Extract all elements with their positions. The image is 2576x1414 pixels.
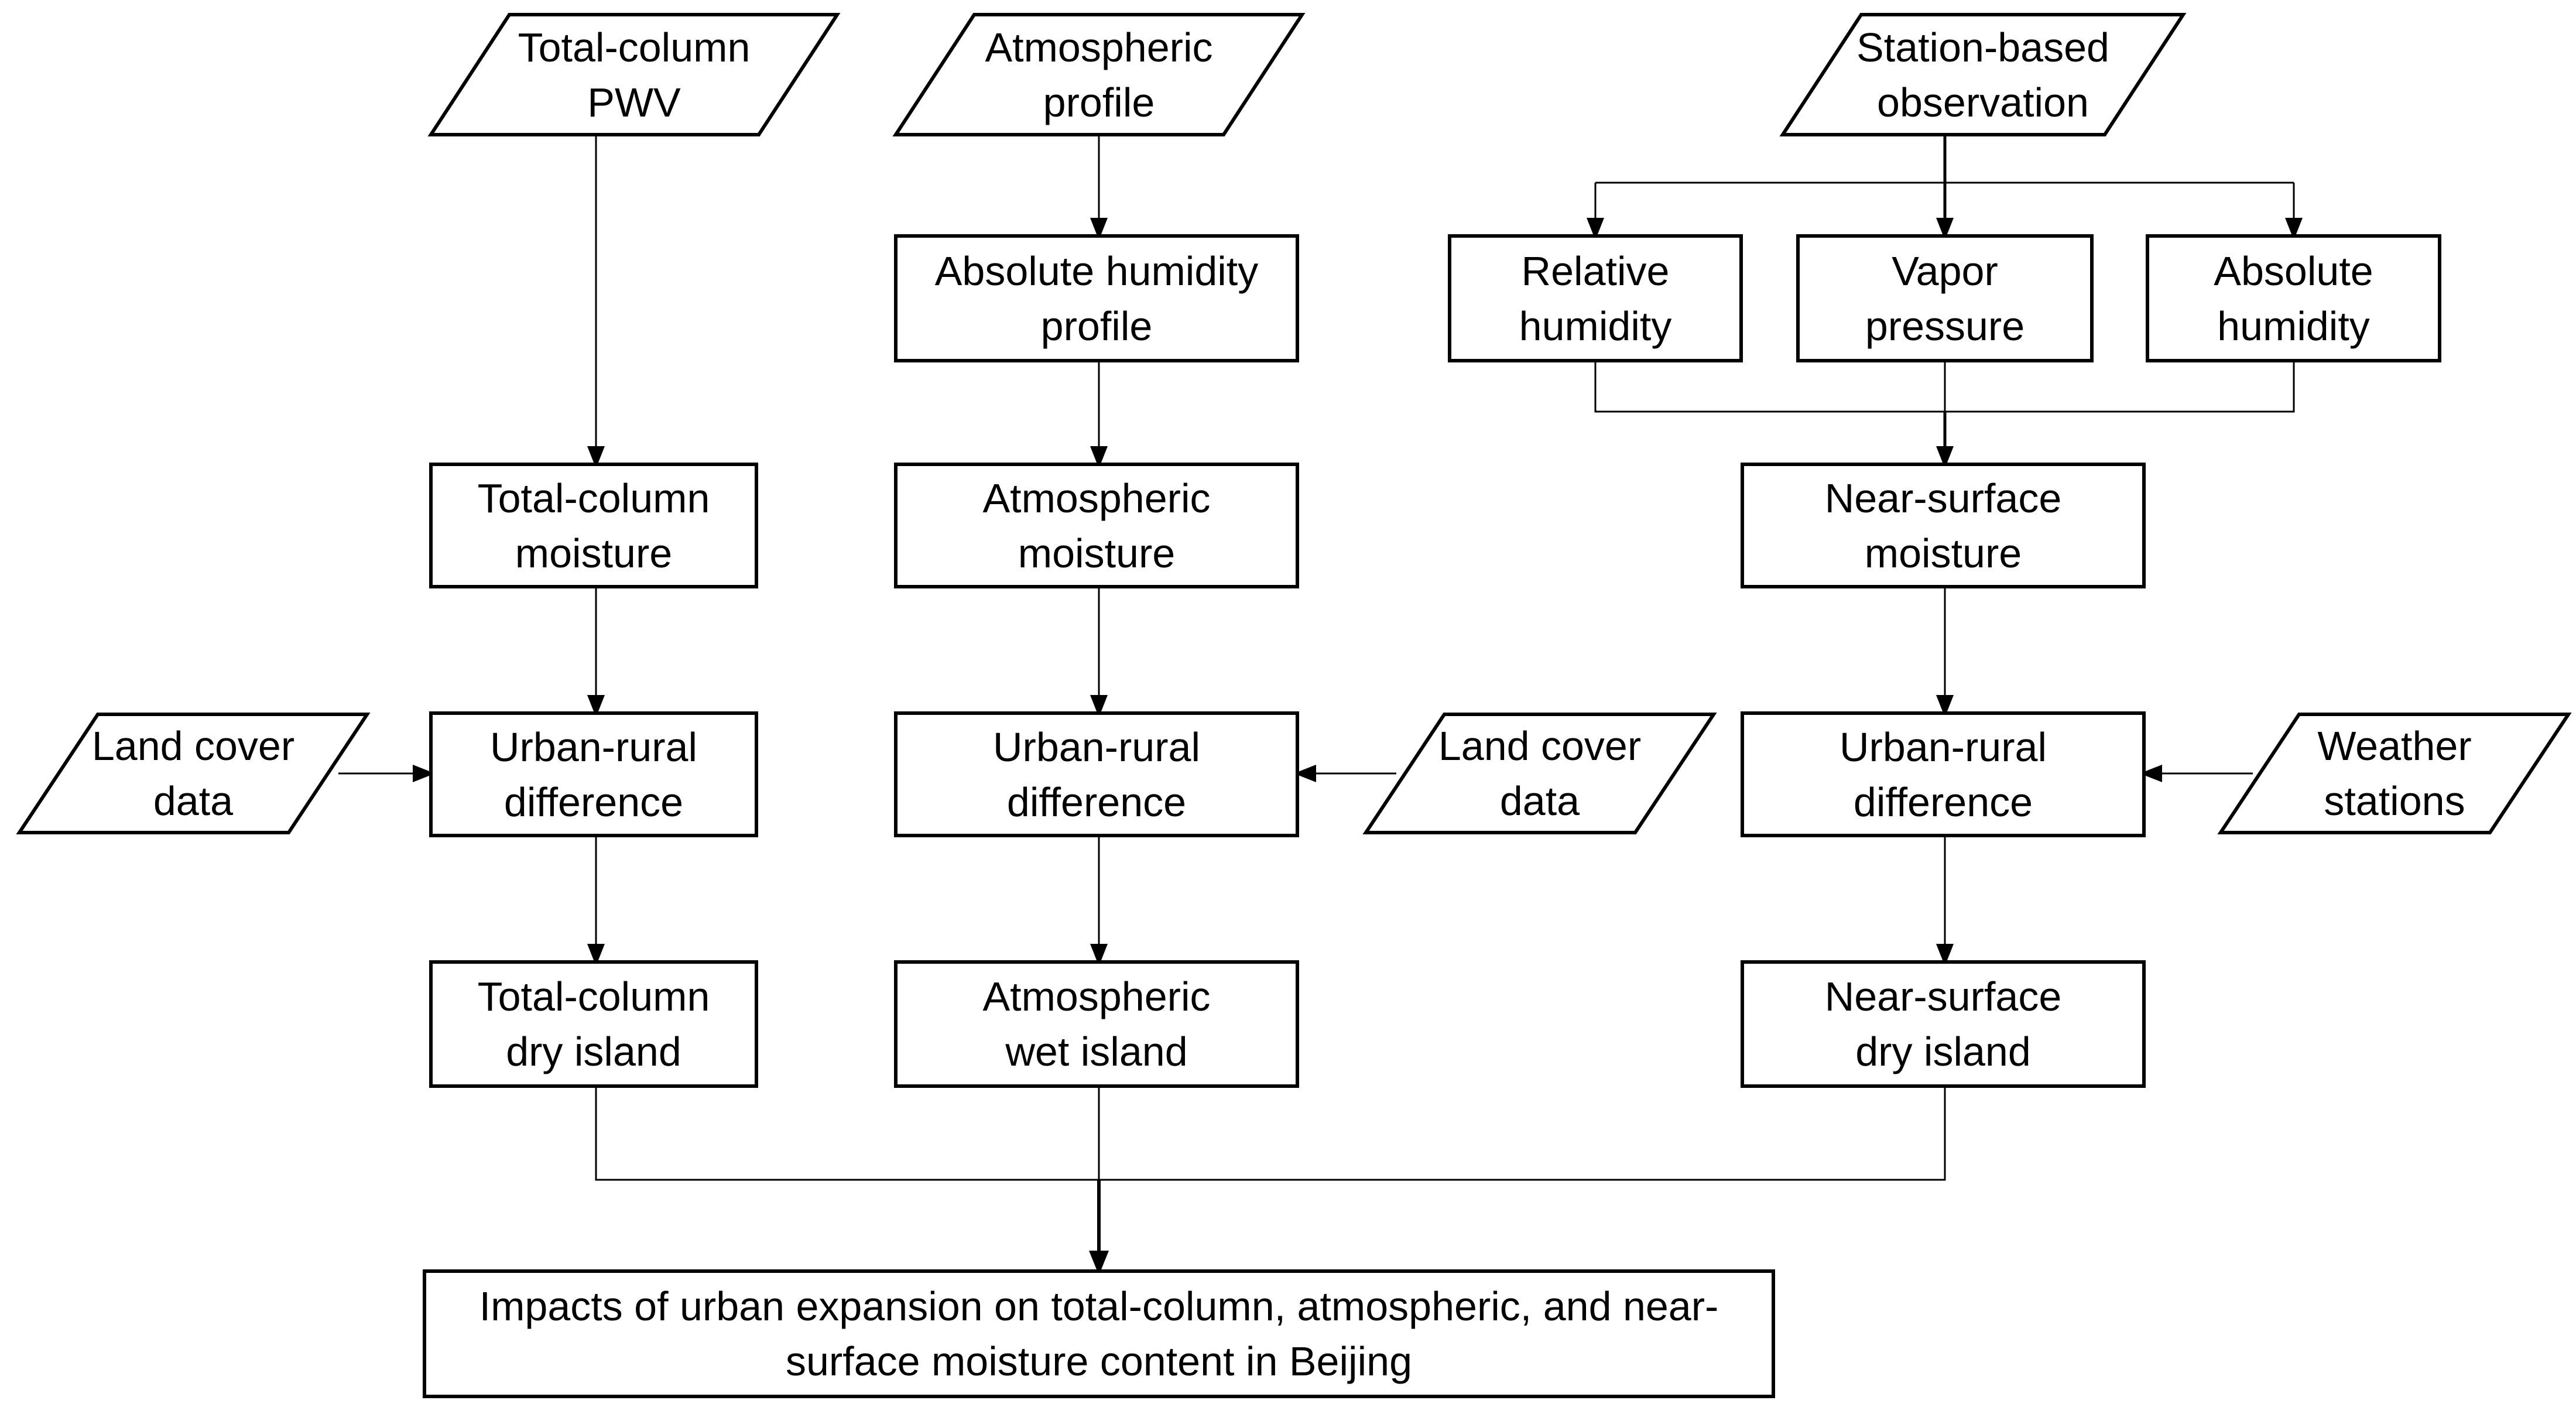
input-label: Station-based observation	[1856, 24, 2109, 125]
arrowhead	[1090, 695, 1108, 717]
box-label: Urban-rural difference	[993, 724, 1200, 825]
box-absolute-humidity-profile: Absolute humidity profile	[894, 234, 1299, 362]
arrowhead	[1936, 695, 1954, 717]
arrowhead	[587, 446, 605, 468]
box-label: Vapor pressure	[1865, 248, 2025, 349]
box-urban-rural-right: Urban-rural difference	[1741, 711, 2146, 837]
box-label: Total-column dry island	[477, 974, 710, 1074]
input-label: Weather stations	[2317, 723, 2472, 824]
box-label: Atmospheric wet island	[982, 974, 1211, 1074]
box-label: Urban-rural difference	[490, 724, 697, 825]
arrowhead	[2285, 218, 2303, 240]
box-impacts-output: Impacts of urban expansion on total-colu…	[423, 1269, 1775, 1398]
arrowhead	[413, 765, 435, 782]
parallelogram-shape	[1362, 713, 1717, 834]
arrowhead	[1936, 944, 1954, 966]
input-atmospheric-profile: Atmospheric profile	[892, 13, 1306, 136]
arrowhead	[1090, 218, 1108, 240]
parallelogram-shape	[1779, 13, 2187, 136]
box-label: Absolute humidity profile	[934, 248, 1259, 349]
box-atmospheric-moisture: Atmospheric moisture	[894, 463, 1299, 588]
input-pwv: Total-column PWV	[427, 13, 841, 136]
input-label: Land cover data	[1438, 723, 1642, 824]
input-land-cover-middle: Land cover data	[1362, 713, 1717, 834]
arrowhead	[2140, 765, 2162, 782]
box-relative-humidity: Relative humidity	[1448, 234, 1743, 362]
box-total-column-dry-island: Total-column dry island	[429, 960, 758, 1088]
box-total-column-moisture: Total-column moisture	[429, 463, 758, 588]
input-land-cover-left: Land cover data	[16, 713, 371, 834]
parallelogram-shape	[427, 13, 841, 136]
parallelogram-shape	[2217, 713, 2572, 834]
parallelogram-shape	[16, 713, 371, 834]
parallelogram-shape	[892, 13, 1306, 136]
arrowhead	[587, 695, 605, 717]
box-label: Absolute humidity	[2214, 248, 2373, 349]
arrowhead	[1090, 446, 1108, 468]
box-label: Atmospheric moisture	[982, 475, 1211, 576]
box-urban-rural-left: Urban-rural difference	[429, 711, 758, 837]
box-label: Urban-rural difference	[1839, 724, 2047, 825]
box-near-surface-dry-island: Near-surface dry island	[1741, 960, 2146, 1088]
arrowhead	[1294, 765, 1316, 782]
input-station-observation: Station-based observation	[1779, 13, 2187, 136]
box-label: Total-column moisture	[477, 475, 710, 576]
arrowhead	[1936, 446, 1954, 468]
box-near-surface-moisture: Near-surface moisture	[1741, 463, 2146, 588]
input-weather-stations: Weather stations	[2217, 713, 2572, 834]
input-label: Total-column PWV	[518, 24, 751, 125]
box-label: Relative humidity	[1519, 248, 1672, 349]
box-urban-rural-middle: Urban-rural difference	[894, 711, 1299, 837]
box-atmospheric-wet-island: Atmospheric wet island	[894, 960, 1299, 1088]
output-label: Impacts of urban expansion on total-colu…	[479, 1283, 1719, 1384]
box-label: Near-surface moisture	[1824, 475, 2062, 576]
box-label: Near-surface dry island	[1824, 974, 2062, 1074]
box-absolute-humidity: Absolute humidity	[2146, 234, 2441, 362]
arrowhead	[1936, 218, 1954, 240]
input-label: Atmospheric profile	[985, 24, 1213, 125]
connector-islands-merge	[595, 1088, 1946, 1181]
arrowhead	[587, 944, 605, 966]
arrowhead	[1587, 218, 1604, 240]
input-label: Land cover data	[91, 723, 295, 824]
arrowhead	[1090, 944, 1108, 966]
box-vapor-pressure: Vapor pressure	[1796, 234, 2094, 362]
arrowhead	[1089, 1251, 1109, 1275]
